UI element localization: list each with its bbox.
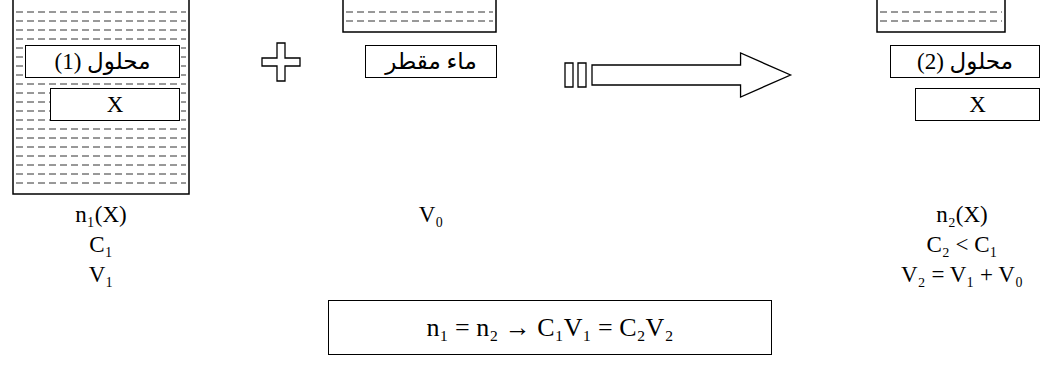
hatch-line [16, 12, 186, 13]
beaker-outline [342, 0, 497, 33]
quantity-label: V₁ [0, 260, 240, 290]
solution-label: محلول (2) [917, 48, 1013, 75]
solution-label: ماء مقطر [385, 48, 476, 75]
quantity-label: C₁ [0, 230, 240, 260]
hatch-line [16, 156, 186, 157]
label-box: X [50, 88, 180, 121]
process-arrow [565, 53, 791, 97]
solution-label: محلول (1) [55, 48, 151, 75]
equation-box: n₁ = n₂ → C₁V₁ = C₂V₂ [328, 300, 772, 355]
beaker-wall [343, 0, 496, 32]
quantity-label: V₀ [292, 200, 570, 230]
hatch-line [880, 12, 1002, 13]
label-box: محلول (1) [25, 45, 180, 78]
hatch-line [346, 21, 493, 22]
hatch-line [16, 30, 186, 31]
hatch-line [16, 183, 186, 184]
quantity-label: C₂ < C₁ [826, 230, 1055, 260]
block-arrow [592, 53, 791, 97]
beaker: V₀ماء مقطر [342, 0, 520, 195]
hatch-line [16, 165, 186, 166]
quantity-label: V₂ = V₁ + V₀ [826, 260, 1055, 290]
hatch-line [16, 84, 186, 85]
beaker: n₁(X)C₁V₁محلول (1)X [12, 0, 190, 195]
arrow-tail-bar [565, 63, 573, 87]
hatch-line [16, 138, 186, 139]
liquid-hatching [16, 12, 186, 183]
hatch-line [16, 174, 186, 175]
liquid-hatching [880, 12, 1002, 21]
hatch-line [16, 147, 186, 148]
equation: n₁ = n₂ → C₁V₁ = C₂V₂ [427, 313, 674, 343]
label-box: ماء مقطر [365, 45, 497, 78]
solution-label: X [969, 92, 986, 118]
hatch-line [16, 129, 186, 130]
beaker-wall [13, 0, 189, 194]
beaker-wall [877, 0, 1005, 32]
plus-sign [262, 43, 300, 81]
beaker-outline [876, 0, 1006, 33]
hatch-line [16, 39, 186, 40]
arrow-tail-bar [578, 63, 586, 87]
label-box: محلول (2) [890, 45, 1040, 78]
hatch-line [880, 21, 1002, 22]
liquid-hatching [346, 12, 493, 21]
beaker: n₂(X)C₂ < C₁V₂ = V₁ + V₀محلول (2)X [876, 0, 1048, 195]
label-box: X [915, 88, 1040, 121]
hatch-line [346, 12, 493, 13]
hatch-line [16, 21, 186, 22]
quantity-label: n₂(X) [826, 200, 1055, 230]
quantity-label: n₁(X) [0, 200, 240, 230]
solution-label: X [107, 92, 124, 118]
